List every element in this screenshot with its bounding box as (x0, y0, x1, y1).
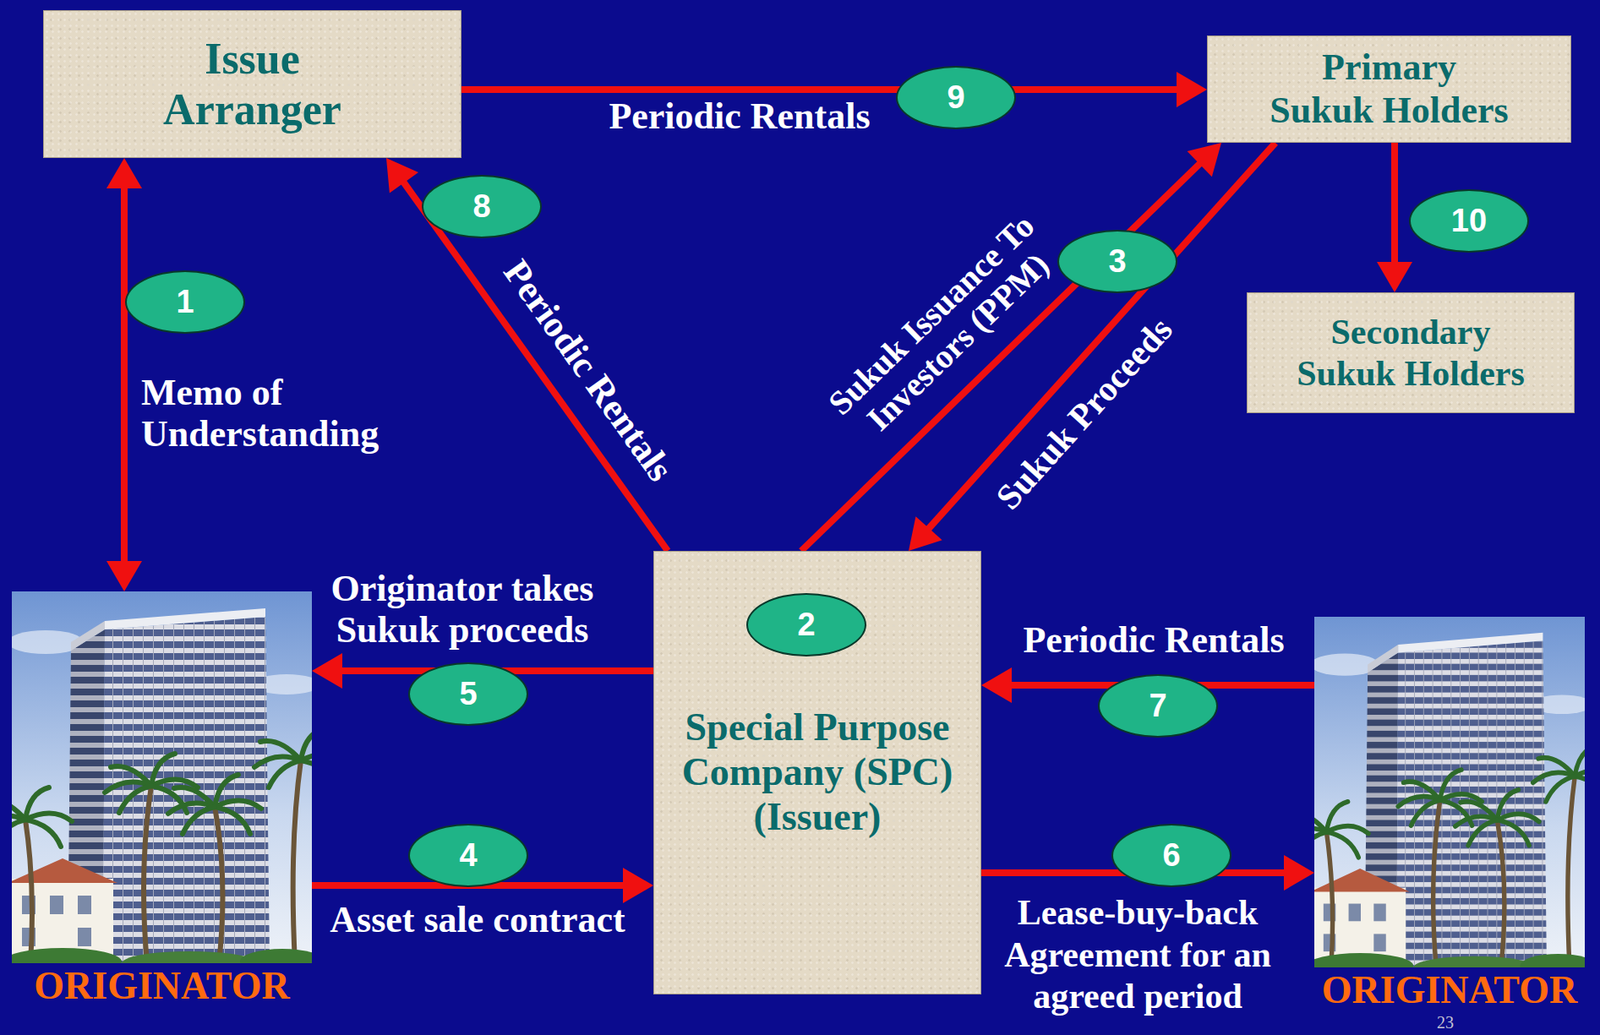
edge-label: Lease-buy-back Agreement for an agreed p… (993, 892, 1282, 1019)
arrow-line (120, 186, 128, 563)
node-label: ORIGINATOR (33, 966, 290, 1007)
edge-label: Periodic Rentals (591, 95, 888, 137)
arrow-head (1376, 262, 1413, 293)
arrow-line (801, 163, 1202, 552)
callout-number: 3 (1057, 229, 1178, 294)
arrow-connector (106, 158, 142, 592)
edge-label: Periodic Rentals (482, 234, 694, 506)
node-label: Primary Sukuk Holders (1220, 46, 1559, 132)
callout-number: 4 (408, 824, 529, 888)
edge-label: Asset sale contract (319, 899, 636, 941)
arrow-line (461, 86, 1179, 93)
edge-label: Sukuk Issuance To Investors (PPM) (802, 190, 1087, 469)
originator-building: ORIGINATOR (1314, 617, 1585, 968)
edge-label: Originator takes Sukuk proceeds (314, 567, 611, 652)
callout-number: 8 (421, 174, 542, 239)
arrow-head (1176, 71, 1207, 108)
arrow-head (981, 667, 1012, 704)
callout-number: 2 (746, 593, 867, 657)
callout-number: 1 (125, 270, 246, 334)
node-label: ORIGINATOR (1321, 970, 1578, 1011)
arranger-box: Issue Arranger (43, 10, 462, 159)
arrow-head (106, 158, 142, 189)
arrow-connector (386, 158, 668, 552)
building-illustration (11, 591, 312, 964)
arrow-line (403, 181, 668, 552)
originator-building: ORIGINATOR (11, 591, 312, 964)
building-illustration (1314, 617, 1585, 968)
arrow-head (622, 868, 654, 904)
edge-label: Periodic Rentals (1005, 619, 1302, 661)
callout-number: 10 (1408, 189, 1530, 253)
arrow-head (386, 158, 419, 193)
arrow-head (908, 516, 943, 552)
node-label: Issue Arranger (142, 33, 363, 136)
callout-number: 5 (408, 662, 529, 727)
node-label: Secondary Sukuk Holders (1258, 311, 1563, 394)
callout-number: 9 (895, 65, 1016, 130)
arrow-connector (1376, 142, 1413, 293)
callout-number: 6 (1111, 824, 1232, 888)
node-label: Special Purpose Company (SPC) (Issuer) (665, 705, 970, 841)
arrow-head (311, 653, 343, 689)
edge-label: Memo of Understanding (141, 371, 421, 456)
page-number: 23 (1436, 1014, 1454, 1032)
arrow-head (1187, 142, 1222, 177)
arrow-head (106, 561, 142, 592)
holder-box: Primary Sukuk Holders (1206, 35, 1572, 143)
holder-box: Secondary Sukuk Holders (1246, 292, 1575, 414)
arrow-connector (801, 142, 1222, 552)
callout-number: 7 (1097, 674, 1218, 738)
arrow-head (1283, 855, 1315, 891)
edge-label: Sukuk Proceeds (978, 300, 1190, 528)
arrow-line (1391, 142, 1398, 264)
